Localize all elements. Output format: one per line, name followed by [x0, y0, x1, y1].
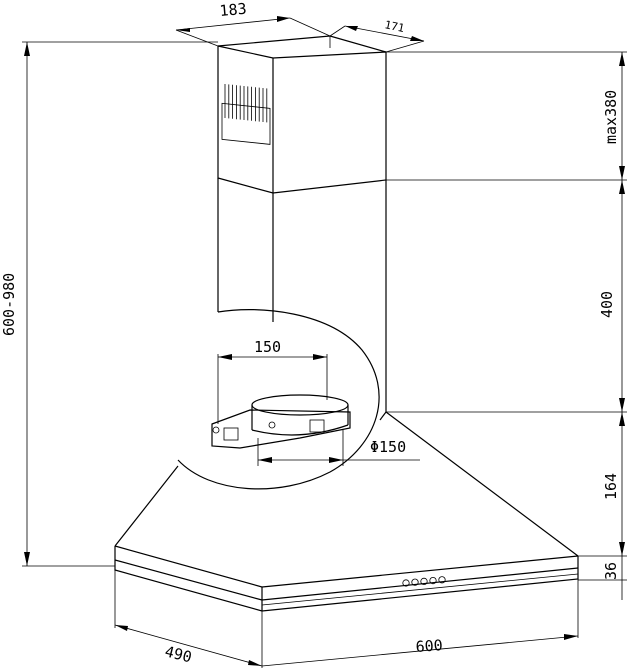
control-button	[402, 579, 410, 587]
outlet-detail	[177, 308, 420, 490]
dim-chimney-upper: max380	[602, 90, 620, 144]
dim-chimney-depth: 171	[383, 18, 405, 35]
control-button	[438, 576, 446, 584]
dim-canopy-height: 164	[602, 473, 620, 500]
control-button	[420, 577, 428, 586]
dim-total-height: 600-980	[0, 273, 18, 336]
dimension-lines	[22, 16, 627, 668]
dim-outlet-width: 150	[254, 338, 281, 356]
dim-width: 600	[415, 636, 443, 656]
control-button	[411, 578, 419, 586]
control-button	[429, 576, 437, 585]
control-buttons	[402, 576, 446, 587]
hood-base	[114, 546, 579, 612]
chimney-upper	[217, 35, 387, 194]
chimney-lower	[217, 178, 387, 412]
vent-grille	[221, 84, 271, 145]
dim-chimney-width: 183	[219, 0, 248, 20]
dim-base-height: 36	[602, 562, 620, 580]
canopy	[114, 411, 579, 588]
dim-chimney-lower: 400	[598, 291, 616, 318]
dim-outlet-diameter: Φ150	[370, 438, 406, 456]
